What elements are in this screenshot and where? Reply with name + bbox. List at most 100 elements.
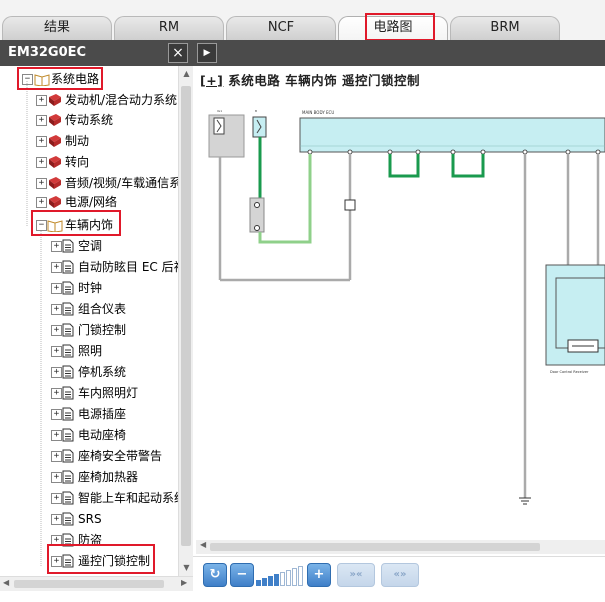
scrollbar-thumb[interactable]	[181, 86, 191, 546]
scroll-down-arrow-icon[interactable]: ▼	[183, 563, 190, 572]
tab-brm[interactable]: BRM	[450, 16, 560, 40]
page-icon	[62, 512, 74, 526]
open-book-icon	[47, 220, 63, 232]
expand-toggle[interactable]: +	[51, 409, 62, 420]
wiring-diagram[interactable]: IG1 B MAIN BODY ECU Door Control Receive…	[200, 90, 605, 540]
expand-toggle[interactable]: +	[51, 556, 62, 567]
open-book-icon	[34, 74, 50, 86]
tree-node-label: 音频/视频/车载通信系统	[65, 176, 178, 190]
tree-vertical-scrollbar[interactable]: ▲ ▼	[178, 66, 193, 576]
tree-node-label: 电源/网络	[65, 195, 118, 209]
tab-bar: 结果 RM NCF 电路图 BRM	[0, 0, 605, 40]
expand-toggle[interactable]: +	[51, 325, 62, 336]
refresh-button[interactable]: ↻	[203, 563, 227, 587]
scroll-up-arrow-icon[interactable]: ▲	[183, 69, 190, 78]
zoom-level-bar	[274, 574, 279, 586]
tab-ncf[interactable]: NCF	[226, 16, 336, 40]
closed-book-icon	[49, 94, 61, 106]
tree-view: − 系统电路 + 发动机/混合动力系统 + 传动系统 + 制动 + 转向 + 音…	[0, 66, 178, 576]
expand-toggle[interactable]: +	[51, 493, 62, 504]
tree-node-label: 智能上车和起动系统	[78, 491, 178, 505]
tree-node-label: 自动防眩目 EC 后视镜	[78, 260, 178, 274]
prev-next-button[interactable]: «»	[381, 563, 419, 587]
page-icon	[62, 491, 74, 505]
tree-node-label: 门锁控制	[78, 323, 127, 337]
expand-toggle[interactable]: +	[36, 136, 47, 147]
expand-toggle[interactable]: +	[51, 262, 62, 273]
right-panel-header	[193, 40, 605, 66]
tab-rm[interactable]: RM	[114, 16, 224, 40]
tree-node-label: 照明	[78, 344, 103, 358]
first-page-button[interactable]: »«	[337, 563, 375, 587]
tree-node-label: 转向	[65, 155, 90, 169]
page-icon	[62, 428, 74, 442]
expand-toggle[interactable]: +	[51, 283, 62, 294]
svg-text:B: B	[255, 109, 257, 113]
tree-node-label: 车内照明灯	[78, 386, 139, 400]
scrollbar-thumb[interactable]	[210, 543, 540, 551]
expand-toggle[interactable]: +	[51, 451, 62, 462]
closed-book-icon	[49, 196, 61, 208]
scroll-left-arrow-icon[interactable]: ◀	[200, 540, 207, 549]
diagram-horizontal-scrollbar[interactable]: ◀	[196, 540, 605, 554]
page-icon	[62, 554, 74, 568]
tab-wiring-diagram[interactable]: 电路图	[338, 16, 448, 40]
page-icon	[62, 407, 74, 421]
svg-text:IG1: IG1	[217, 109, 222, 113]
expand-toggle[interactable]: +	[51, 388, 62, 399]
tree-node-label: 停机系统	[78, 365, 127, 379]
scroll-left-arrow-icon[interactable]: ◀	[3, 578, 10, 587]
page-icon	[62, 323, 74, 337]
zoom-level-indicator[interactable]	[256, 566, 306, 586]
expand-toggle[interactable]: +	[51, 430, 62, 441]
svg-text:Door Control Receiver: Door Control Receiver	[550, 370, 589, 374]
expand-toggle[interactable]: +	[36, 115, 47, 126]
breadcrumb-expand-button[interactable]: [+]	[200, 73, 224, 88]
scrollbar-thumb[interactable]	[14, 580, 164, 588]
expand-toggle[interactable]: +	[36, 178, 47, 189]
expand-toggle[interactable]: +	[36, 197, 47, 208]
expand-toggle[interactable]: +	[36, 157, 47, 168]
page-icon	[62, 365, 74, 379]
expand-toggle[interactable]: +	[51, 472, 62, 483]
tree-node-label: 电动座椅	[78, 428, 127, 442]
zoom-out-button[interactable]: −	[230, 563, 254, 587]
collapse-toggle[interactable]: −	[22, 74, 33, 85]
breadcrumb: [+] 系统电路 车辆内饰 遥控门锁控制	[200, 70, 420, 89]
tree-guide-lines	[26, 81, 42, 566]
expand-toggle[interactable]: +	[51, 304, 62, 315]
page-icon	[62, 281, 74, 295]
closed-book-icon	[49, 135, 61, 147]
page-icon	[62, 302, 74, 316]
svg-text:MAIN BODY ECU: MAIN BODY ECU	[302, 110, 334, 115]
zoom-in-button[interactable]: +	[307, 563, 331, 587]
close-button[interactable]: ×	[168, 43, 188, 63]
collapse-toggle[interactable]: −	[36, 220, 47, 231]
expand-toggle[interactable]: +	[51, 346, 62, 357]
closed-book-icon	[49, 177, 61, 189]
tree-node-label: 空调	[78, 239, 103, 253]
zoom-level-bar	[268, 576, 273, 586]
zoom-level-bar	[286, 570, 291, 586]
expand-toggle[interactable]: +	[51, 367, 62, 378]
zoom-level-bar	[298, 566, 303, 586]
tree-node-label: 座椅加热器	[78, 470, 139, 484]
zoom-level-bar	[280, 572, 285, 586]
page-icon	[62, 470, 74, 484]
tree-node-label: 座椅安全带警告	[78, 449, 163, 463]
page-icon	[62, 449, 74, 463]
scroll-right-arrow-icon[interactable]: ▶	[181, 578, 188, 587]
tree-node-label: 电源插座	[78, 407, 127, 421]
tree-node-label: SRS	[78, 512, 102, 526]
expand-toggle[interactable]: +	[51, 241, 62, 252]
tab-results[interactable]: 结果	[2, 16, 112, 40]
tree-node-label: 传动系统	[65, 113, 114, 127]
breadcrumb-path: 系统电路 车辆内饰 遥控门锁控制	[228, 73, 420, 88]
tree-horizontal-scrollbar[interactable]: ◀ ▶	[0, 576, 193, 591]
tree-node-label: 遥控门锁控制	[78, 554, 151, 568]
expand-toggle[interactable]: +	[51, 514, 62, 525]
tree-node-label: 时钟	[78, 281, 103, 295]
closed-book-icon	[49, 114, 61, 126]
expand-toggle[interactable]: +	[36, 95, 47, 106]
expand-panel-button[interactable]: ▶	[197, 43, 217, 63]
